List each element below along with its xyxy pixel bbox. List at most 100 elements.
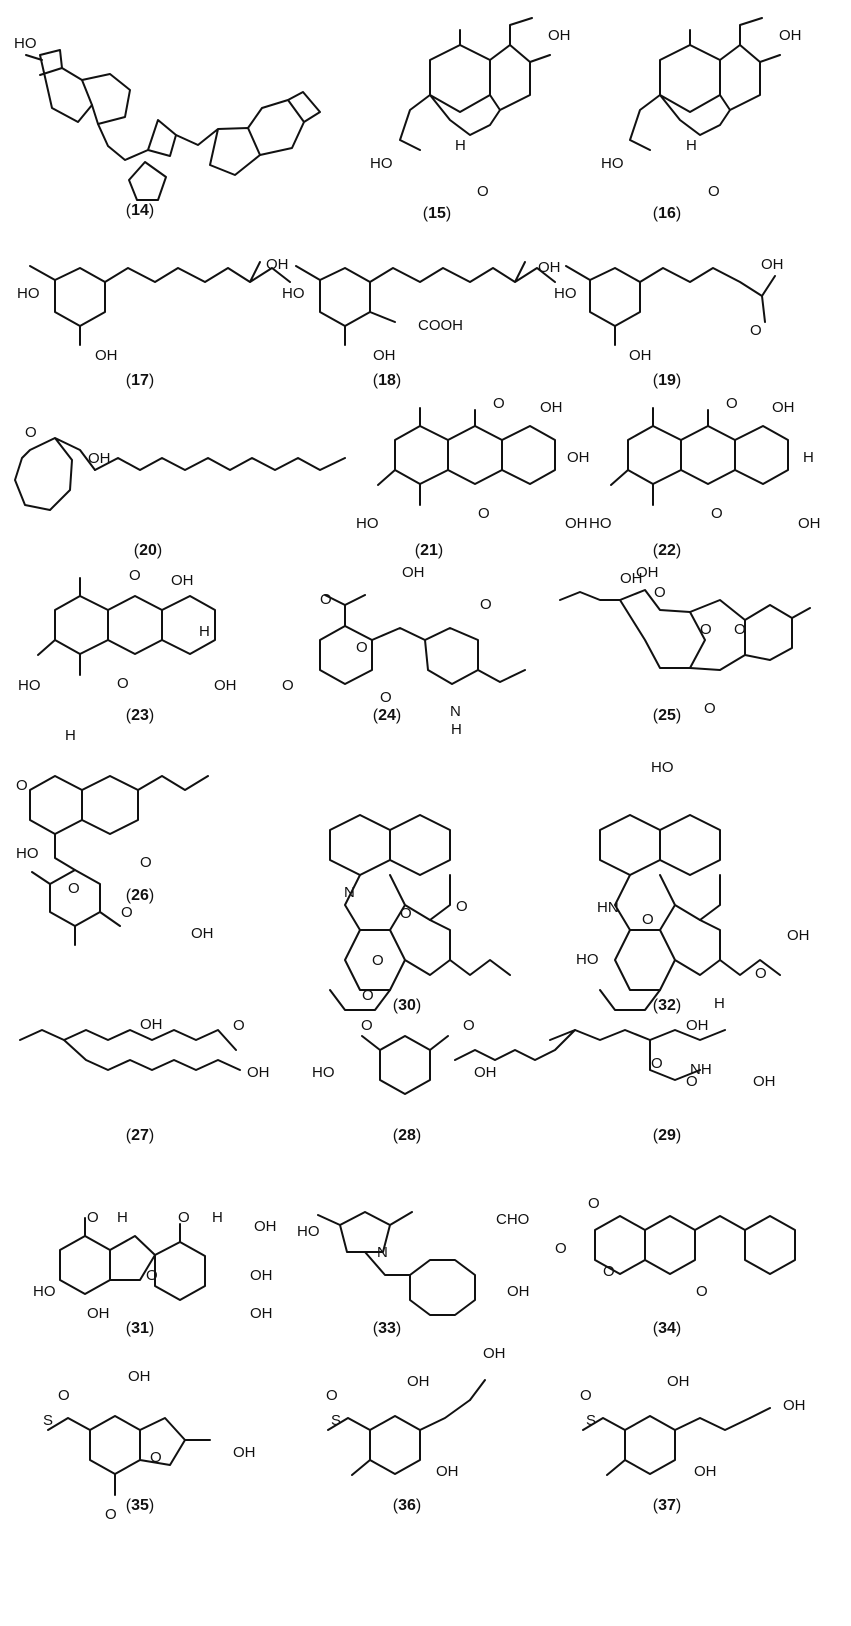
atom-label: OH <box>507 1283 530 1300</box>
atom-label: HO <box>33 1283 56 1300</box>
compound-number: 17 <box>131 372 149 389</box>
compound-number: 26 <box>131 887 149 904</box>
compound-number: 28 <box>398 1127 416 1144</box>
atom-label: OH <box>474 1064 497 1081</box>
atom-label: O <box>726 395 738 412</box>
atom-label: O <box>603 1263 615 1280</box>
compound-number: 32 <box>658 997 676 1014</box>
atom-label: S <box>586 1412 596 1429</box>
atom-label: O <box>58 1387 70 1404</box>
atom-label: OH <box>214 677 237 694</box>
atom-label: OH <box>87 1305 110 1322</box>
atom-label: OH <box>667 1373 690 1390</box>
atom-label: OH <box>779 27 802 44</box>
atom-label: OH <box>140 1016 163 1033</box>
atom-label: OH <box>247 1064 270 1081</box>
compound-number: 35 <box>131 1497 149 1514</box>
atom-label: OH <box>798 515 821 532</box>
compound-number: 36 <box>398 1497 416 1514</box>
atom-label: OH <box>548 27 571 44</box>
atom-label: OH <box>565 515 588 532</box>
atom-label: O <box>654 584 666 601</box>
atom-label: O <box>25 424 37 441</box>
atom-label: OH <box>772 399 795 416</box>
atom-label: OH <box>266 256 289 273</box>
atom-label: NH <box>690 1061 712 1078</box>
atom-label: O <box>477 183 489 200</box>
atom-label: O <box>755 965 767 982</box>
atom-label: HO <box>651 759 674 776</box>
atom-label: O <box>580 1387 592 1404</box>
atom-label: H <box>714 995 725 1012</box>
atom-label: COOH <box>418 317 463 334</box>
atom-label: O <box>87 1209 99 1226</box>
compound-number-label: (31) <box>126 1320 154 1337</box>
compound-number-label: (35) <box>126 1497 154 1514</box>
atom-label: HO <box>297 1223 320 1240</box>
compound-number: 23 <box>131 707 149 724</box>
compound-20: OOH <box>25 424 111 467</box>
atom-label: O <box>146 1267 158 1284</box>
atom-label: O <box>696 1283 708 1300</box>
atom-label: HO <box>16 845 39 862</box>
atom-label: O <box>117 675 129 692</box>
compound-number-label: (29) <box>653 1127 681 1144</box>
atom-label: S <box>43 1412 53 1429</box>
atom-label: OH <box>250 1267 273 1284</box>
atom-label: CHO <box>496 1211 529 1228</box>
atom-label: N <box>344 884 355 901</box>
atom-label: O <box>320 591 332 608</box>
atom-label: O <box>362 987 374 1004</box>
atom-label: O <box>686 1073 698 1090</box>
compound-number: 33 <box>378 1320 396 1337</box>
atom-label: O <box>734 621 746 638</box>
compound-number-label: (33) <box>373 1320 401 1337</box>
atom-label: OH <box>250 1305 273 1322</box>
atom-label: O <box>711 505 723 522</box>
compound-number: 20 <box>139 542 157 559</box>
compound-number: 37 <box>658 1497 676 1514</box>
atom-label: O <box>480 596 492 613</box>
atom-label: H <box>803 449 814 466</box>
compound-number: 29 <box>658 1127 676 1144</box>
atom-label: HO <box>576 951 599 968</box>
compound-number: 16 <box>658 205 676 222</box>
atom-label: O <box>326 1387 338 1404</box>
atom-label: O <box>372 952 384 969</box>
atom-label: HO <box>17 285 40 302</box>
atom-label: O <box>400 905 412 922</box>
atom-label: OH <box>761 256 784 273</box>
compound-number-label: (19) <box>653 372 681 389</box>
compound-number-label: (22) <box>653 542 681 559</box>
atom-label: OH <box>402 564 425 581</box>
atom-label: O <box>150 1449 162 1466</box>
atom-label: H <box>686 137 697 154</box>
compound-number-label: (37) <box>653 1497 681 1514</box>
atom-label: OH <box>171 572 194 589</box>
atom-label: O <box>708 183 720 200</box>
atom-label: OH <box>95 347 118 364</box>
compound-number-label: (36) <box>393 1497 421 1514</box>
atom-label: OH <box>567 449 590 466</box>
atom-label: O <box>704 700 716 717</box>
atom-label: O <box>361 1017 373 1034</box>
atom-label: S <box>331 1412 341 1429</box>
compound-number-label: (30) <box>393 997 421 1014</box>
compound-number: 14 <box>131 202 149 219</box>
atom-label: O <box>140 854 152 871</box>
atom-label: OH <box>436 1463 459 1480</box>
compound-number-label: (17) <box>126 372 154 389</box>
